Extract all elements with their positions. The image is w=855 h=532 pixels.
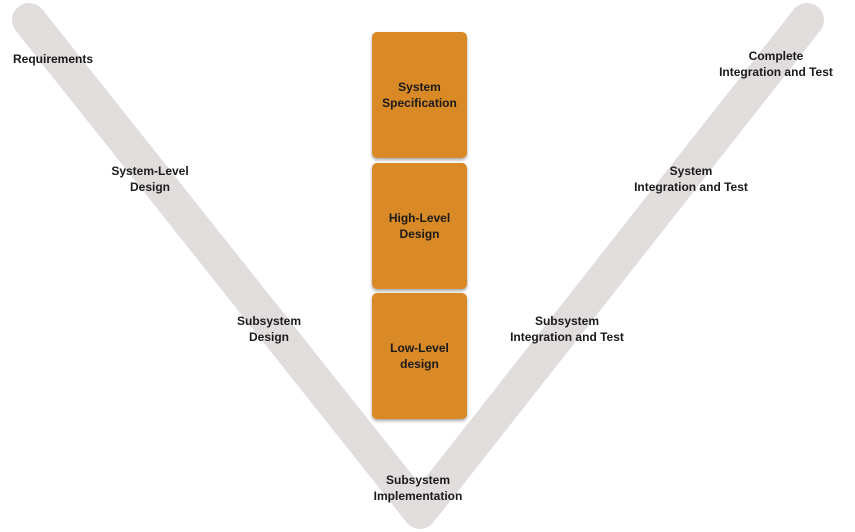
label-line: Integration and Test xyxy=(510,330,624,344)
label-subsystem-design: Subsystem Design xyxy=(237,313,301,345)
label-complete-integration: Complete Integration and Test xyxy=(719,48,833,80)
label-line: System-Level xyxy=(111,164,189,178)
label-line: Complete xyxy=(748,49,804,63)
box-system-specification: System Specification xyxy=(372,32,467,158)
label-line: System xyxy=(669,164,713,178)
label-line: Subsystem xyxy=(534,314,600,328)
label-system-integration: System Integration and Test xyxy=(634,163,748,195)
label-line: Design xyxy=(248,330,289,344)
box-line: High-Level xyxy=(388,211,451,225)
label-line: Integration and Test xyxy=(719,65,833,79)
label-subsystem-integration: Subsystem Integration and Test xyxy=(510,313,624,345)
box-high-level-design: High-Level Design xyxy=(372,163,467,289)
box-line: Design xyxy=(399,227,440,241)
label-requirements: Requirements xyxy=(12,52,94,66)
box-low-level-design: Low-Level design xyxy=(372,293,467,419)
label-subsystem-implementation: Subsystem Implementation xyxy=(374,472,463,504)
label-line: Integration and Test xyxy=(634,180,748,194)
box-line: design xyxy=(400,357,439,371)
label-system-level-design: System-Level Design xyxy=(111,163,188,195)
label-line: Subsystem xyxy=(385,473,451,487)
label-line: Implementation xyxy=(373,489,463,503)
box-line: System xyxy=(398,80,441,94)
label-line: Subsystem xyxy=(236,314,302,328)
label-line: Design xyxy=(129,180,170,194)
box-line: Specification xyxy=(382,96,457,110)
box-line: Low-Level xyxy=(390,341,449,355)
v-path xyxy=(12,3,824,529)
